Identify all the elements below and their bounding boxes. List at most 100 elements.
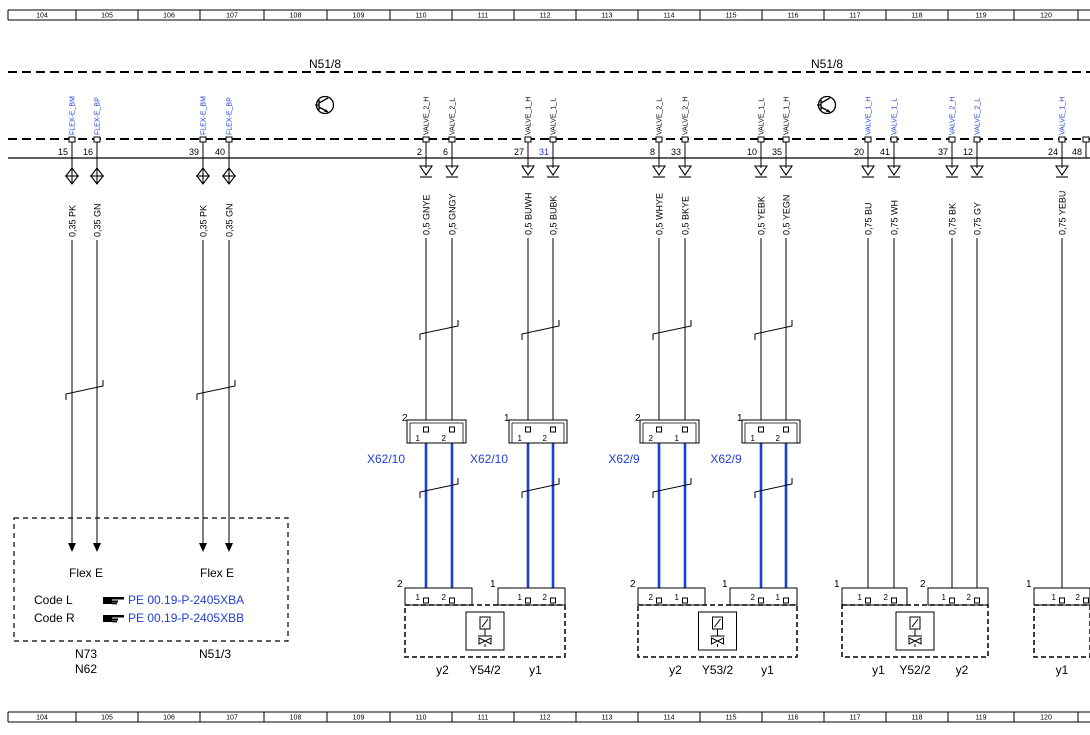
wire-label: 0,5 GNYE [422, 194, 432, 235]
cable-break-mark [521, 320, 560, 340]
ruler-cell: 110 [415, 715, 426, 722]
ecu-signal-name: VALVE_2_H [424, 97, 431, 135]
ecu-pin-number: 12 [963, 147, 973, 157]
wire-label: 0,5 GNGY [448, 193, 458, 235]
wire-label: 0,35 GN [225, 203, 235, 237]
wire-label: 0,5 YEGN [782, 195, 792, 235]
ruler-cell: 104 [36, 715, 48, 722]
ecu-pin: 48 [1072, 136, 1090, 158]
ecu-signal-name: FLEX-E_BM [201, 96, 208, 135]
valve-pin-number: 1 [518, 593, 523, 602]
valve-terminal-label: y2 [669, 663, 682, 677]
ecu-pin-number: 8 [650, 147, 655, 157]
ecu-signal-name: VALVE_2_L [975, 98, 982, 135]
connector-pin-number: 1 [751, 434, 756, 443]
code-r-label: Code R [34, 611, 75, 625]
connector-name: X62/10 [367, 452, 405, 466]
ecu-signal-name: FLEX-E_BP [95, 97, 102, 135]
valve-terminal-label: y1 [761, 663, 774, 677]
valve-name: Y54/2 [469, 663, 501, 677]
ecu-pin-number: 27 [514, 147, 524, 157]
valve-pin-number: 2 [751, 593, 756, 602]
wire-label: 0,5 WHYE [655, 193, 665, 235]
valve-corner-number: 1 [490, 579, 496, 590]
cable-break-mark [419, 478, 459, 498]
wire-label: 0,75 BU [864, 202, 874, 235]
ruler-cell: 111 [478, 715, 489, 722]
valve-corner-number: 2 [397, 579, 403, 590]
connector-corner-number: 1 [504, 413, 510, 424]
ecu-pin-number: 39 [189, 147, 199, 157]
cable-break-mark [196, 380, 236, 400]
wire: 0,5 BKYE [677, 158, 693, 600]
wire-label: 0,35 GN [93, 203, 103, 237]
valve-corner-number: 1 [1026, 579, 1032, 590]
ecu-pin-number: 48 [1072, 147, 1082, 157]
valve-name: Y52/2 [899, 663, 931, 677]
wire: 0,75 GY [969, 158, 985, 600]
valve-corner-number: 1 [834, 579, 840, 590]
wire-label: 0,5 BKYE [681, 196, 691, 235]
ecu-pin: 31 VALVE_1_L [539, 98, 558, 158]
wire-label: 0,75 GY [973, 202, 983, 235]
valve-terminal-label: y1 [529, 663, 542, 677]
wire-label: 0,75 BK [948, 203, 958, 235]
ecu-pin-number: 41 [880, 147, 890, 157]
ruler-cell: 110 [415, 13, 426, 20]
connector-pin-number: 2 [442, 434, 447, 443]
module-label-right: N51/8 [811, 57, 843, 71]
ruler-cell: 116 [787, 715, 798, 722]
ecu-pin: 39 FLEX-E_BM [189, 96, 208, 158]
wire: 0,75 BK [944, 158, 960, 600]
valve-pin-number: 1 [858, 593, 863, 602]
ruler-cell: 108 [290, 715, 302, 722]
ecu-pin-number: 35 [772, 147, 782, 157]
ecu-pin-number: 31 [539, 147, 549, 157]
component-n73: N73 [75, 647, 97, 661]
valve-pin-number: 2 [967, 593, 972, 602]
valve-pin-number: 1 [776, 593, 781, 602]
ruler-cell: 112 [539, 715, 550, 722]
ecu-signal-name: VALVE_1_L [759, 98, 766, 135]
wire: 0,75 BU [860, 158, 876, 600]
connector-corner-number: 2 [402, 413, 408, 424]
ecu-signal-name: VALVE_2_H [683, 97, 690, 135]
ecu-pin: 10 VALVE_1_L [747, 98, 766, 158]
ecu-pin-number: 6 [443, 147, 448, 157]
transistor-icon [817, 95, 837, 115]
module-n51-8: N51/8 N51/8 [8, 57, 1090, 159]
flex-e-label: Flex E [200, 566, 234, 580]
transistor-icon [315, 95, 335, 115]
reference-link-code-r[interactable]: PE 00.19-P-2405XBB [128, 611, 244, 625]
wire: 0,5 BUBK [545, 158, 561, 600]
ruler-cell: 113 [601, 715, 612, 722]
ecu-signal-name: VALVE_1_L [551, 98, 558, 135]
ruler-cell: 105 [101, 715, 113, 722]
ruler-cell: 118 [911, 715, 922, 722]
ecu-pin-number: 10 [747, 147, 757, 157]
connector-pin-number: 1 [518, 434, 523, 443]
ruler-cell: 109 [353, 715, 365, 722]
valve-pin-number: 1 [1052, 593, 1057, 602]
reference-link-code-l[interactable]: PE 00.19-P-2405XBA [128, 593, 244, 607]
wire: 0,5 BUWH [520, 158, 536, 600]
wire: 0,5 GNYE [418, 158, 434, 600]
wire-label: 0,35 PK [199, 205, 209, 237]
valve-pin-number: 2 [543, 593, 548, 602]
solenoid-valve-icon [465, 611, 505, 651]
connector-name: X62/10 [470, 452, 508, 466]
